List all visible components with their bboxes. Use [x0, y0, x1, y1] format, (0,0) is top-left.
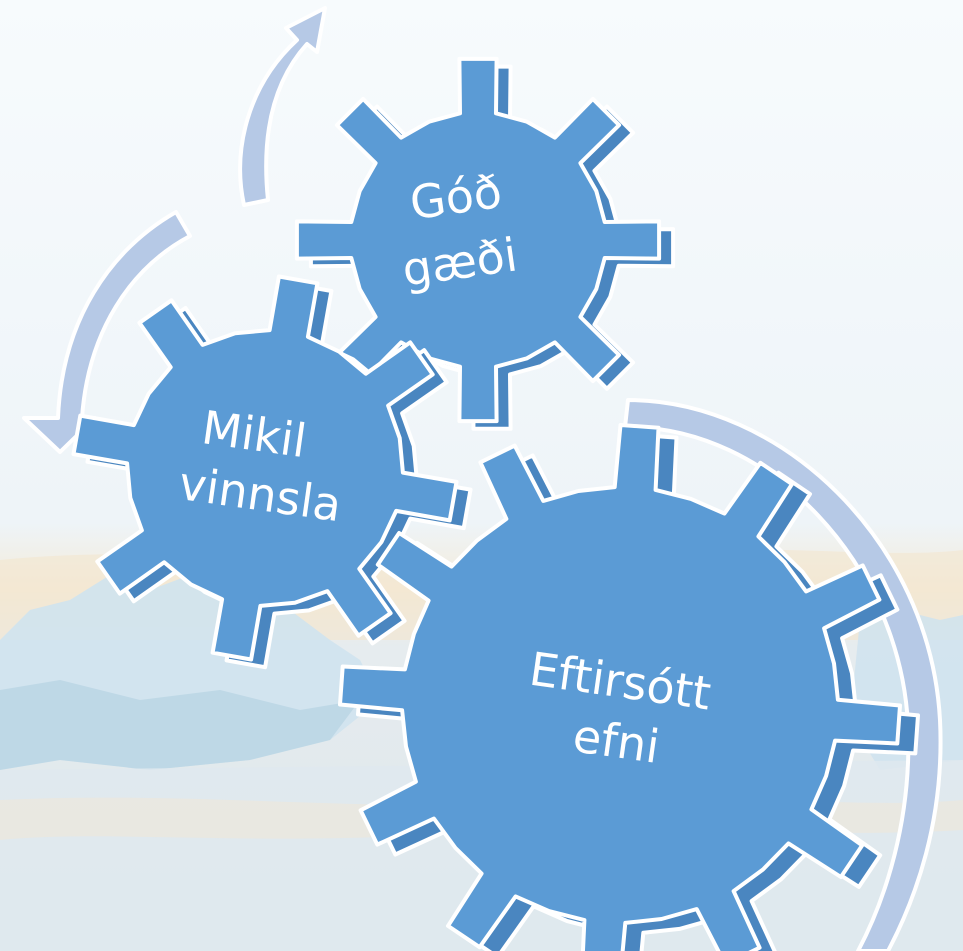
gear-face	[294, 56, 662, 424]
gear-good-quality: Góð gæði	[294, 56, 676, 431]
gear-face	[71, 274, 459, 662]
gear-label-sought-after-material-line2: efni	[570, 708, 663, 774]
gear-high-processing: Mikil vinnsla	[71, 274, 473, 670]
curved-arrow-up-icon	[238, 6, 327, 207]
gear-face	[338, 423, 902, 951]
curved-arrow-down-icon	[22, 210, 192, 454]
gear-label-good-quality-line1: Góð	[406, 164, 505, 230]
gear-sought-after-material: Eftirsótt efni	[338, 423, 920, 951]
curved-arrow-arc-icon	[623, 398, 943, 951]
iceberg-left-shadow	[0, 680, 360, 770]
